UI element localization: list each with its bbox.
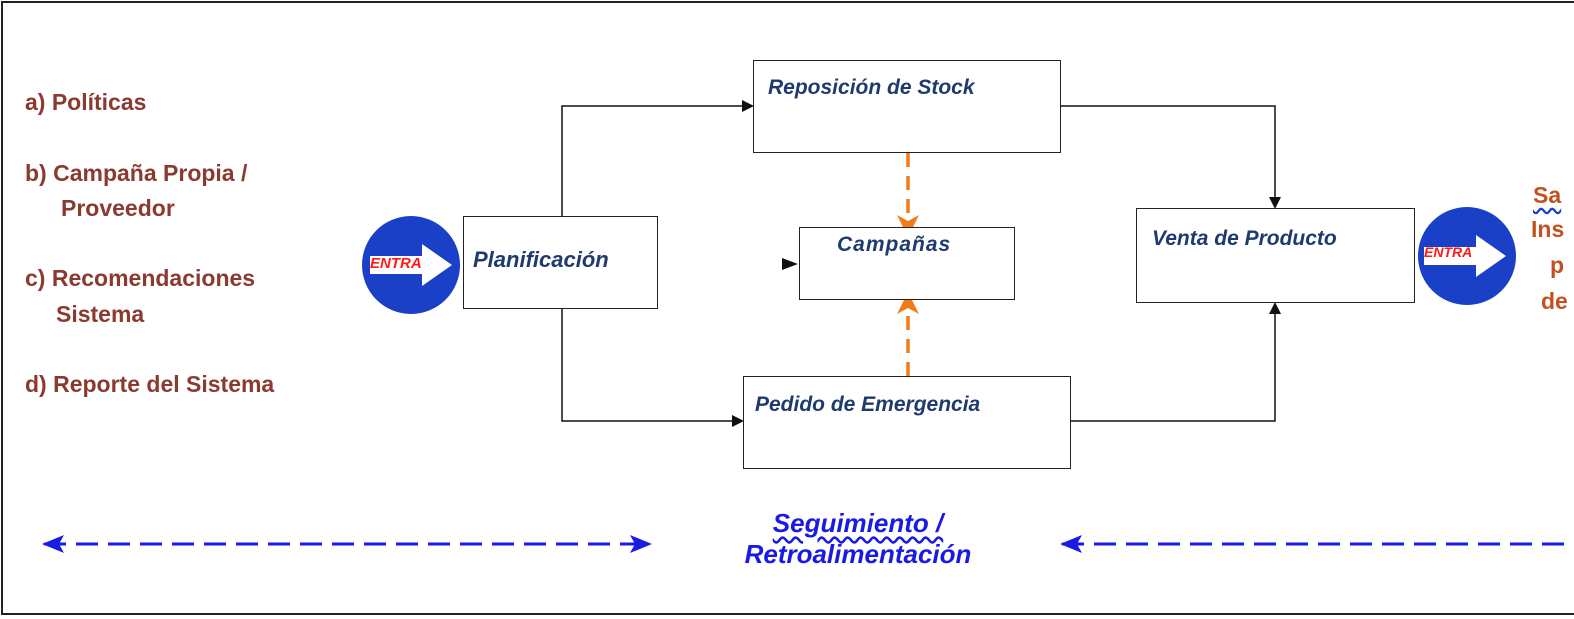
input-sistema: Sistema bbox=[56, 301, 145, 327]
node-reposicion-stock: Reposición de Stock bbox=[753, 60, 1061, 153]
output-text-line2: Ins bbox=[1531, 216, 1565, 242]
node-planificacion: Planificación bbox=[463, 216, 658, 309]
feedback-label-line2: Retroalimentación bbox=[744, 539, 972, 569]
node-pedido-label: Pedido de Emergencia bbox=[755, 393, 981, 416]
input-campana-propia: b) Campaña Propia / bbox=[25, 160, 248, 186]
node-planificacion-label: Planificación bbox=[473, 247, 609, 272]
node-venta-producto: Venta de Producto bbox=[1136, 208, 1415, 303]
flow-pedido-to-venta bbox=[1071, 302, 1281, 422]
node-venta-label: Venta de Producto bbox=[1152, 227, 1337, 250]
exit-badge: ENTRA bbox=[1418, 207, 1516, 305]
input-reporte-sistema: d) Reporte del Sistema bbox=[25, 371, 275, 397]
node-campanas-label: Campañas bbox=[837, 233, 952, 256]
input-proveedor: Proveedor bbox=[61, 195, 175, 221]
arrow-right-icon bbox=[370, 244, 452, 286]
node-pedido-emergencia: Pedido de Emergencia bbox=[743, 376, 1071, 469]
entry-badge-label: ENTRA bbox=[370, 255, 422, 272]
node-reposicion-label: Reposición de Stock bbox=[768, 76, 975, 99]
output-text-line1: Sa bbox=[1533, 182, 1562, 208]
node-campanas: Campañas bbox=[799, 227, 1015, 300]
entry-badge: ENTRA bbox=[362, 216, 460, 314]
feedback-label: Seguimiento / Retroalimentación bbox=[708, 508, 1008, 570]
arrow-right-icon bbox=[1424, 235, 1506, 277]
flow-planificacion-to-pedido bbox=[561, 309, 744, 427]
output-text-line3: p bbox=[1550, 252, 1565, 278]
campanas-entry-pointer bbox=[782, 258, 798, 270]
feedback-label-line1: Seguimiento / bbox=[772, 508, 944, 538]
output-text-line4: de bbox=[1541, 288, 1568, 314]
exit-badge-label: ENTRA bbox=[1424, 244, 1473, 260]
input-recomendaciones: c) Recomendaciones bbox=[25, 265, 256, 291]
flow-planificacion-to-reposicion bbox=[561, 100, 754, 216]
flow-reposicion-to-venta bbox=[1061, 105, 1281, 209]
input-politicas: a) Políticas bbox=[25, 89, 147, 115]
